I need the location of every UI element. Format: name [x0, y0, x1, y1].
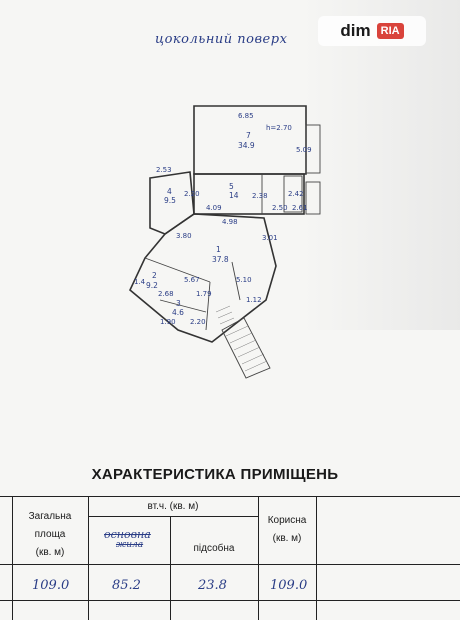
paper-shadow — [300, 0, 460, 330]
room-7-side-block — [305, 124, 321, 174]
room-5-number: 5 — [229, 182, 234, 191]
table-line — [0, 600, 460, 601]
header-total-line1: Загальна — [28, 511, 72, 522]
value-useful: 109.0 — [270, 578, 308, 593]
room-7-number: 7 — [246, 131, 251, 140]
header-main-crossed: основна — [104, 528, 151, 541]
dim-label: 2.61 — [292, 204, 308, 212]
inner-wall-right — [231, 261, 241, 301]
header-total-line3: (кв. м) — [35, 547, 65, 558]
room-1-number: 1 — [216, 245, 221, 254]
header-auxiliary: підсобна — [193, 543, 235, 554]
dim-label: 2.68 — [158, 290, 174, 298]
table-line — [88, 496, 89, 620]
staircase-steps — [225, 325, 268, 372]
dim-label: 1.90 — [160, 318, 176, 326]
dim-label: 1.4 — [134, 278, 146, 286]
dim-label: 2.42 — [288, 190, 304, 198]
room-4-area: 9.5 — [164, 196, 176, 205]
dim-label: 1.12 — [246, 296, 262, 304]
entry-stair-small — [215, 305, 235, 325]
dim-label: 3.80 — [176, 232, 192, 240]
dim-label: 4.09 — [206, 204, 222, 212]
table-line — [258, 496, 259, 620]
floor-plan: 7 34.9 4 9.5 5 14 1 37.8 2 9.2 3 4.6 6.8… — [129, 105, 321, 379]
room-1-area: 37.8 — [212, 255, 229, 264]
room-7-right-niche — [305, 181, 321, 215]
dim-label: 1.79 — [196, 290, 212, 298]
room-2-wall — [144, 257, 211, 283]
dim-label: 5.67 — [184, 276, 200, 284]
room-7-area: 34.9 — [238, 141, 255, 150]
room-3-wall — [159, 299, 207, 313]
table-line — [316, 496, 317, 620]
dim-label: 4.98 — [222, 218, 238, 226]
table-line — [170, 516, 171, 620]
value-total: 109.0 — [32, 578, 70, 593]
table-line — [0, 496, 460, 497]
room-2-wall-b — [205, 281, 211, 331]
room-5-outline — [193, 173, 305, 215]
header-useful: Корисна (кв. м) — [258, 514, 316, 546]
dim-label: 6.85 — [238, 112, 254, 120]
staircase-outline — [221, 317, 271, 379]
header-useful-line1: Корисна — [267, 515, 307, 526]
dim-label: 5.10 — [236, 276, 252, 284]
header-total-area: Загальна площа (кв. м) — [12, 510, 88, 560]
dim-label: 2.38 — [252, 192, 268, 200]
watermark-text: dim — [340, 21, 371, 40]
room-7-outline — [193, 105, 307, 175]
header-total-line2: площа — [34, 529, 66, 540]
watermark-badge: RIA — [376, 23, 404, 39]
room-3-area: 4.6 — [172, 308, 184, 317]
header-living-crossed: жила — [116, 540, 144, 550]
value-main: 85.2 — [112, 578, 141, 593]
table-line — [0, 564, 460, 565]
room-4-number: 4 — [167, 187, 172, 196]
room-5-area: 14 — [229, 191, 239, 200]
dim-label: 5.09 — [296, 146, 312, 154]
table-line — [12, 496, 13, 620]
dim-label: 2.53 — [156, 166, 172, 174]
dim-label: h=2.70 — [266, 124, 292, 132]
header-incl: вт.ч. (кв. м) — [147, 501, 199, 512]
dim-label: 2.20 — [184, 190, 200, 198]
floor-label: цокольний поверх — [155, 32, 288, 47]
room-2-area: 9.2 — [146, 281, 158, 290]
dim-label: 2.50 — [272, 204, 288, 212]
header-useful-line2: (кв. м) — [272, 533, 302, 544]
table-title: ХАРАКТЕРИСТИКА ПРИМІЩЕНЬ — [91, 466, 339, 483]
room-3-number: 3 — [176, 299, 181, 308]
table-line — [88, 516, 258, 517]
dim-label: 2.20 — [190, 318, 206, 326]
service-niche — [283, 175, 303, 213]
dim-label: 3.01 — [262, 234, 278, 242]
value-auxiliary: 23.8 — [198, 578, 227, 593]
characteristics-table: Загальна площа (кв. м) вт.ч. (кв. м) осн… — [0, 496, 460, 620]
room-2-number: 2 — [152, 271, 157, 280]
watermark-logo: dim RIA — [318, 16, 426, 46]
